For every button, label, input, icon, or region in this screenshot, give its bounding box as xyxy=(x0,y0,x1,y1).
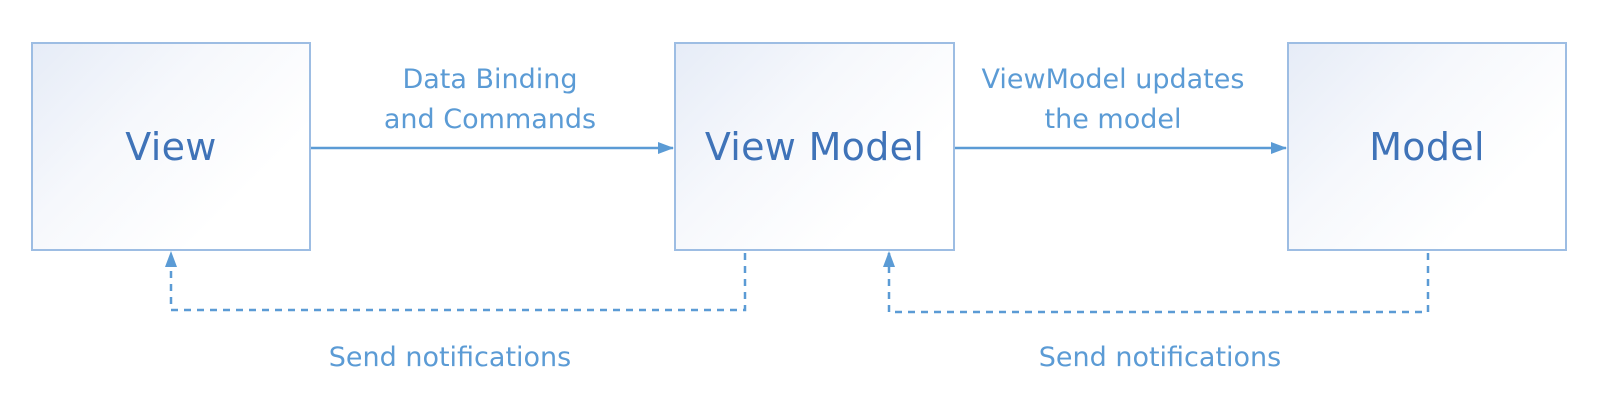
view-node-label: View xyxy=(125,124,217,169)
dashed-arrow-notify-view xyxy=(165,251,747,312)
data-binding-label-line-2: and Commands xyxy=(383,104,597,135)
data-binding-label: Data Binding and Commands xyxy=(360,60,620,140)
updates-model-label-line-2: the model xyxy=(1044,104,1182,135)
model-node: Model xyxy=(1287,42,1567,251)
dashed-arrow-notify-view-model xyxy=(883,251,1430,314)
send-notifications-label-right: Send notifications xyxy=(1038,342,1282,373)
send-notifications-label-left: Send notifications xyxy=(328,342,572,373)
updates-model-label: ViewModel updates the model xyxy=(963,60,1263,140)
view-node: View xyxy=(31,42,311,251)
data-binding-label-line-1: Data Binding xyxy=(402,64,578,95)
view-model-node: View Model xyxy=(674,42,955,251)
model-node-label: Model xyxy=(1369,124,1485,169)
view-model-node-label: View Model xyxy=(704,124,925,169)
updates-model-label-line-1: ViewModel updates xyxy=(981,64,1245,95)
